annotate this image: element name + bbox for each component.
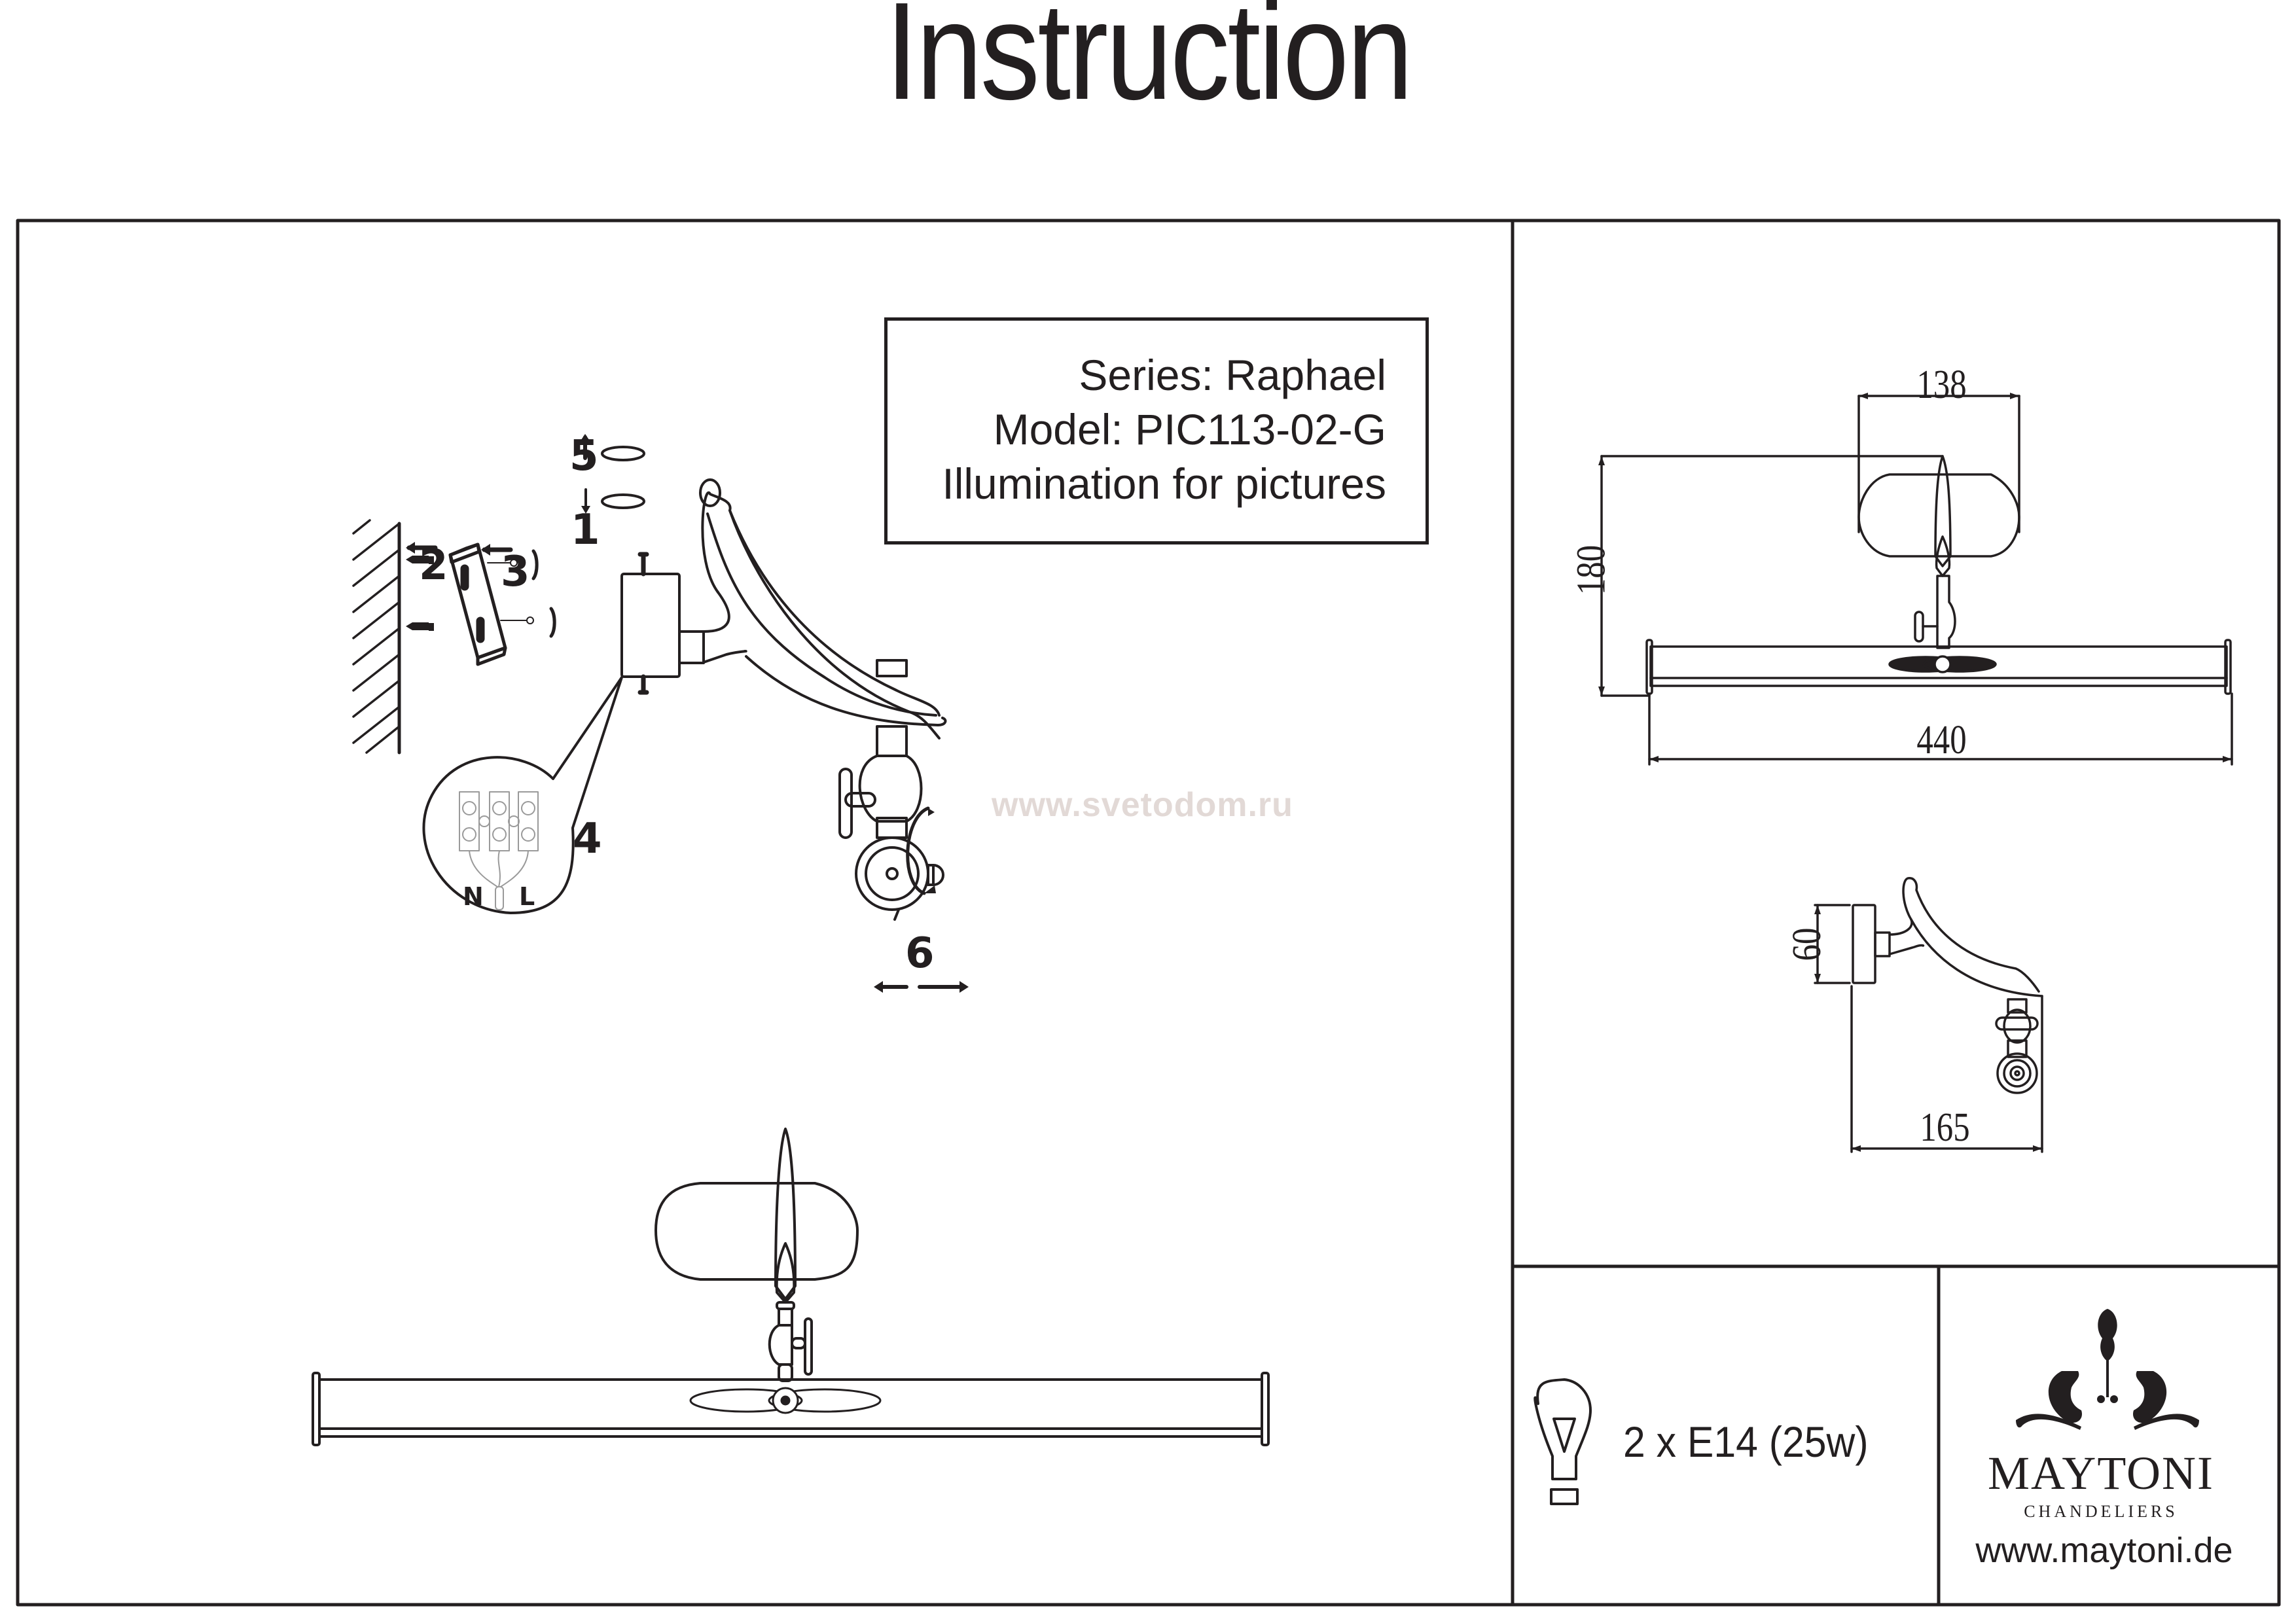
step-3-label: 3 <box>501 548 530 596</box>
step-6-label: 6 <box>905 929 935 978</box>
step-2-label: 2 <box>419 541 448 590</box>
watermark-text: www.svetodom.ru <box>992 786 1293 824</box>
document-title: Instruction <box>885 0 1414 128</box>
lamp-joint-icon <box>838 659 944 921</box>
wall-base-icon <box>620 552 705 695</box>
light-bulb-icon <box>1534 1378 1592 1505</box>
maytoni-logo-icon <box>2016 1309 2199 1430</box>
live-wire-label: L <box>519 882 535 911</box>
lamp-arm-icon <box>699 478 947 740</box>
ornament-icon <box>689 1387 882 1414</box>
mounting-bracket-icon <box>448 543 507 666</box>
dimension-shade-width: 138 <box>1916 363 1967 407</box>
dimension-side-base-height: 60 <box>1785 927 1829 961</box>
dimension-front-width: 440 <box>1916 718 1967 762</box>
rotate-screw-icon <box>580 434 645 461</box>
rotate-vertical-icon <box>906 806 936 895</box>
wall-icon <box>352 519 401 755</box>
description-label: Illumination for pictures <box>942 459 1386 508</box>
terminal-block-icon <box>422 676 623 914</box>
dimension-side-depth: 165 <box>1920 1105 1970 1150</box>
step-5-label: 5 <box>569 432 599 480</box>
screw-mount-icon <box>481 544 556 638</box>
brand-url-link[interactable]: www.maytoni.de <box>1975 1531 2233 1570</box>
model-label: Model: PIC113-02-G <box>993 405 1386 454</box>
front-view-drawing <box>312 1128 1270 1446</box>
rotate-unscrew-icon <box>581 488 645 514</box>
product-info-box: Series: Raphael Model: PIC113-02-G Illum… <box>884 317 1429 544</box>
brand-name: MAYTONI <box>1987 1447 2215 1499</box>
adjust-horizontal-icon <box>874 981 969 993</box>
dimension-front-height: 180 <box>1569 544 1614 596</box>
neutral-wire-label: N <box>463 882 484 911</box>
lamp-spec-label: 2 x E14 (25w) <box>1623 1418 1869 1466</box>
brand-subtitle: CHANDELIERS <box>2024 1502 2178 1521</box>
page-frame <box>16 219 2281 1607</box>
side-dimension-drawing <box>1814 877 2043 1153</box>
step-1-label: 1 <box>571 506 600 554</box>
series-label: Series: Raphael <box>1079 351 1386 399</box>
step-4-label: 4 <box>573 815 602 863</box>
outer-border <box>16 219 2281 1607</box>
lamp-shade <box>655 1182 859 1281</box>
wall-plug-icon <box>406 542 438 631</box>
front-dimension-drawing <box>1598 393 2233 766</box>
